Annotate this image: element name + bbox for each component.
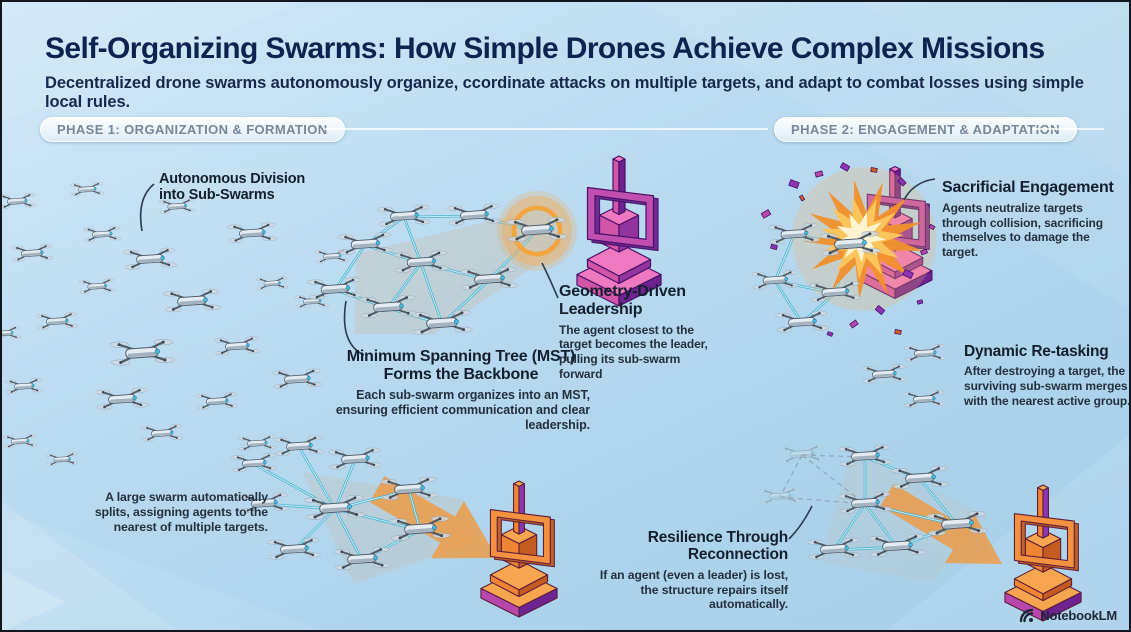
callout-title: Autonomous Division into Sub-Swarms: [159, 171, 306, 204]
callout-dynamic-retasking: Dynamic Re-tasking After destroying a ta…: [964, 343, 1131, 408]
phase1-badge: PHASE 1: ORGANIZATION & FORMATION: [40, 117, 345, 142]
callout-body: A large swarm automatically splits, assi…: [94, 490, 268, 534]
phase1-divider-line: [324, 128, 768, 130]
connector-sacrificial: [903, 178, 936, 201]
phase2-divider-line: [1032, 128, 1104, 130]
page-title: Self-Organizing Swarms: How Simple Drone…: [45, 32, 1045, 65]
callout-body: Each sub-swarm organizes into an MST, en…: [335, 387, 590, 433]
left-swarm: [2, 181, 350, 467]
callout-mst: Minimum Spanning Tree (MST) Forms the Ba…: [332, 348, 590, 434]
page-subtitle: Decentralized drone swarms autonomously …: [45, 74, 1084, 111]
resilience-network: [758, 443, 1002, 582]
callout-title: Geometry-Driven Leadership: [559, 283, 686, 318]
callout-body: After destroying a target, the surviving…: [964, 364, 1131, 408]
callout-body: Agents neutralize targets through collis…: [942, 200, 1104, 259]
notebooklm-label: NotebookLM: [1040, 608, 1117, 623]
header: Self-Organizing Swarms: How Simple Drone…: [45, 32, 1105, 112]
connector-geometry-leadership: [541, 262, 559, 299]
splitting-swarm-network: [230, 434, 497, 584]
callout-body: If an agent (even a leader) is lost, the…: [599, 567, 788, 612]
callout-swarm-split: A large swarm automatically splits, assi…: [86, 490, 268, 535]
phase2-badge: PHASE 2: ENGAGEMENT & ADAPTATION: [774, 117, 1077, 142]
callout-title: Sacrificial Engagement: [942, 179, 1114, 196]
callout-connector-lines: [139, 178, 936, 540]
callout-resilience: Resilience Through Reconnection If an ag…: [598, 529, 788, 612]
mst-network: [306, 191, 577, 336]
target-structure-split: [480, 480, 558, 618]
callout-title: Resilience Through Reconnection: [647, 529, 788, 564]
notebooklm-icon: [1020, 608, 1034, 623]
retasking-drones: [860, 343, 947, 408]
callout-autonomous-division: Autonomous Division into Sub-Swarms: [159, 171, 307, 203]
sacrificial-engagement-scene: [750, 162, 936, 337]
callout-geometry-leadership: Geometry-Driven Leadership The agent clo…: [559, 283, 722, 381]
callout-body: The agent closest to the target becomes …: [559, 322, 708, 381]
connector-mst: [343, 300, 365, 356]
callout-sacrificial-engagement: Sacrificial Engagement Agents neutralize…: [942, 179, 1118, 259]
callout-title: Minimum Spanning Tree (MST) Forms the Ba…: [346, 348, 576, 383]
callout-title: Dynamic Re-tasking: [964, 343, 1109, 360]
notebooklm-watermark: NotebookLM: [1019, 608, 1117, 623]
connector-resilience: [788, 505, 813, 540]
connector-autonomous-division: [139, 183, 155, 232]
